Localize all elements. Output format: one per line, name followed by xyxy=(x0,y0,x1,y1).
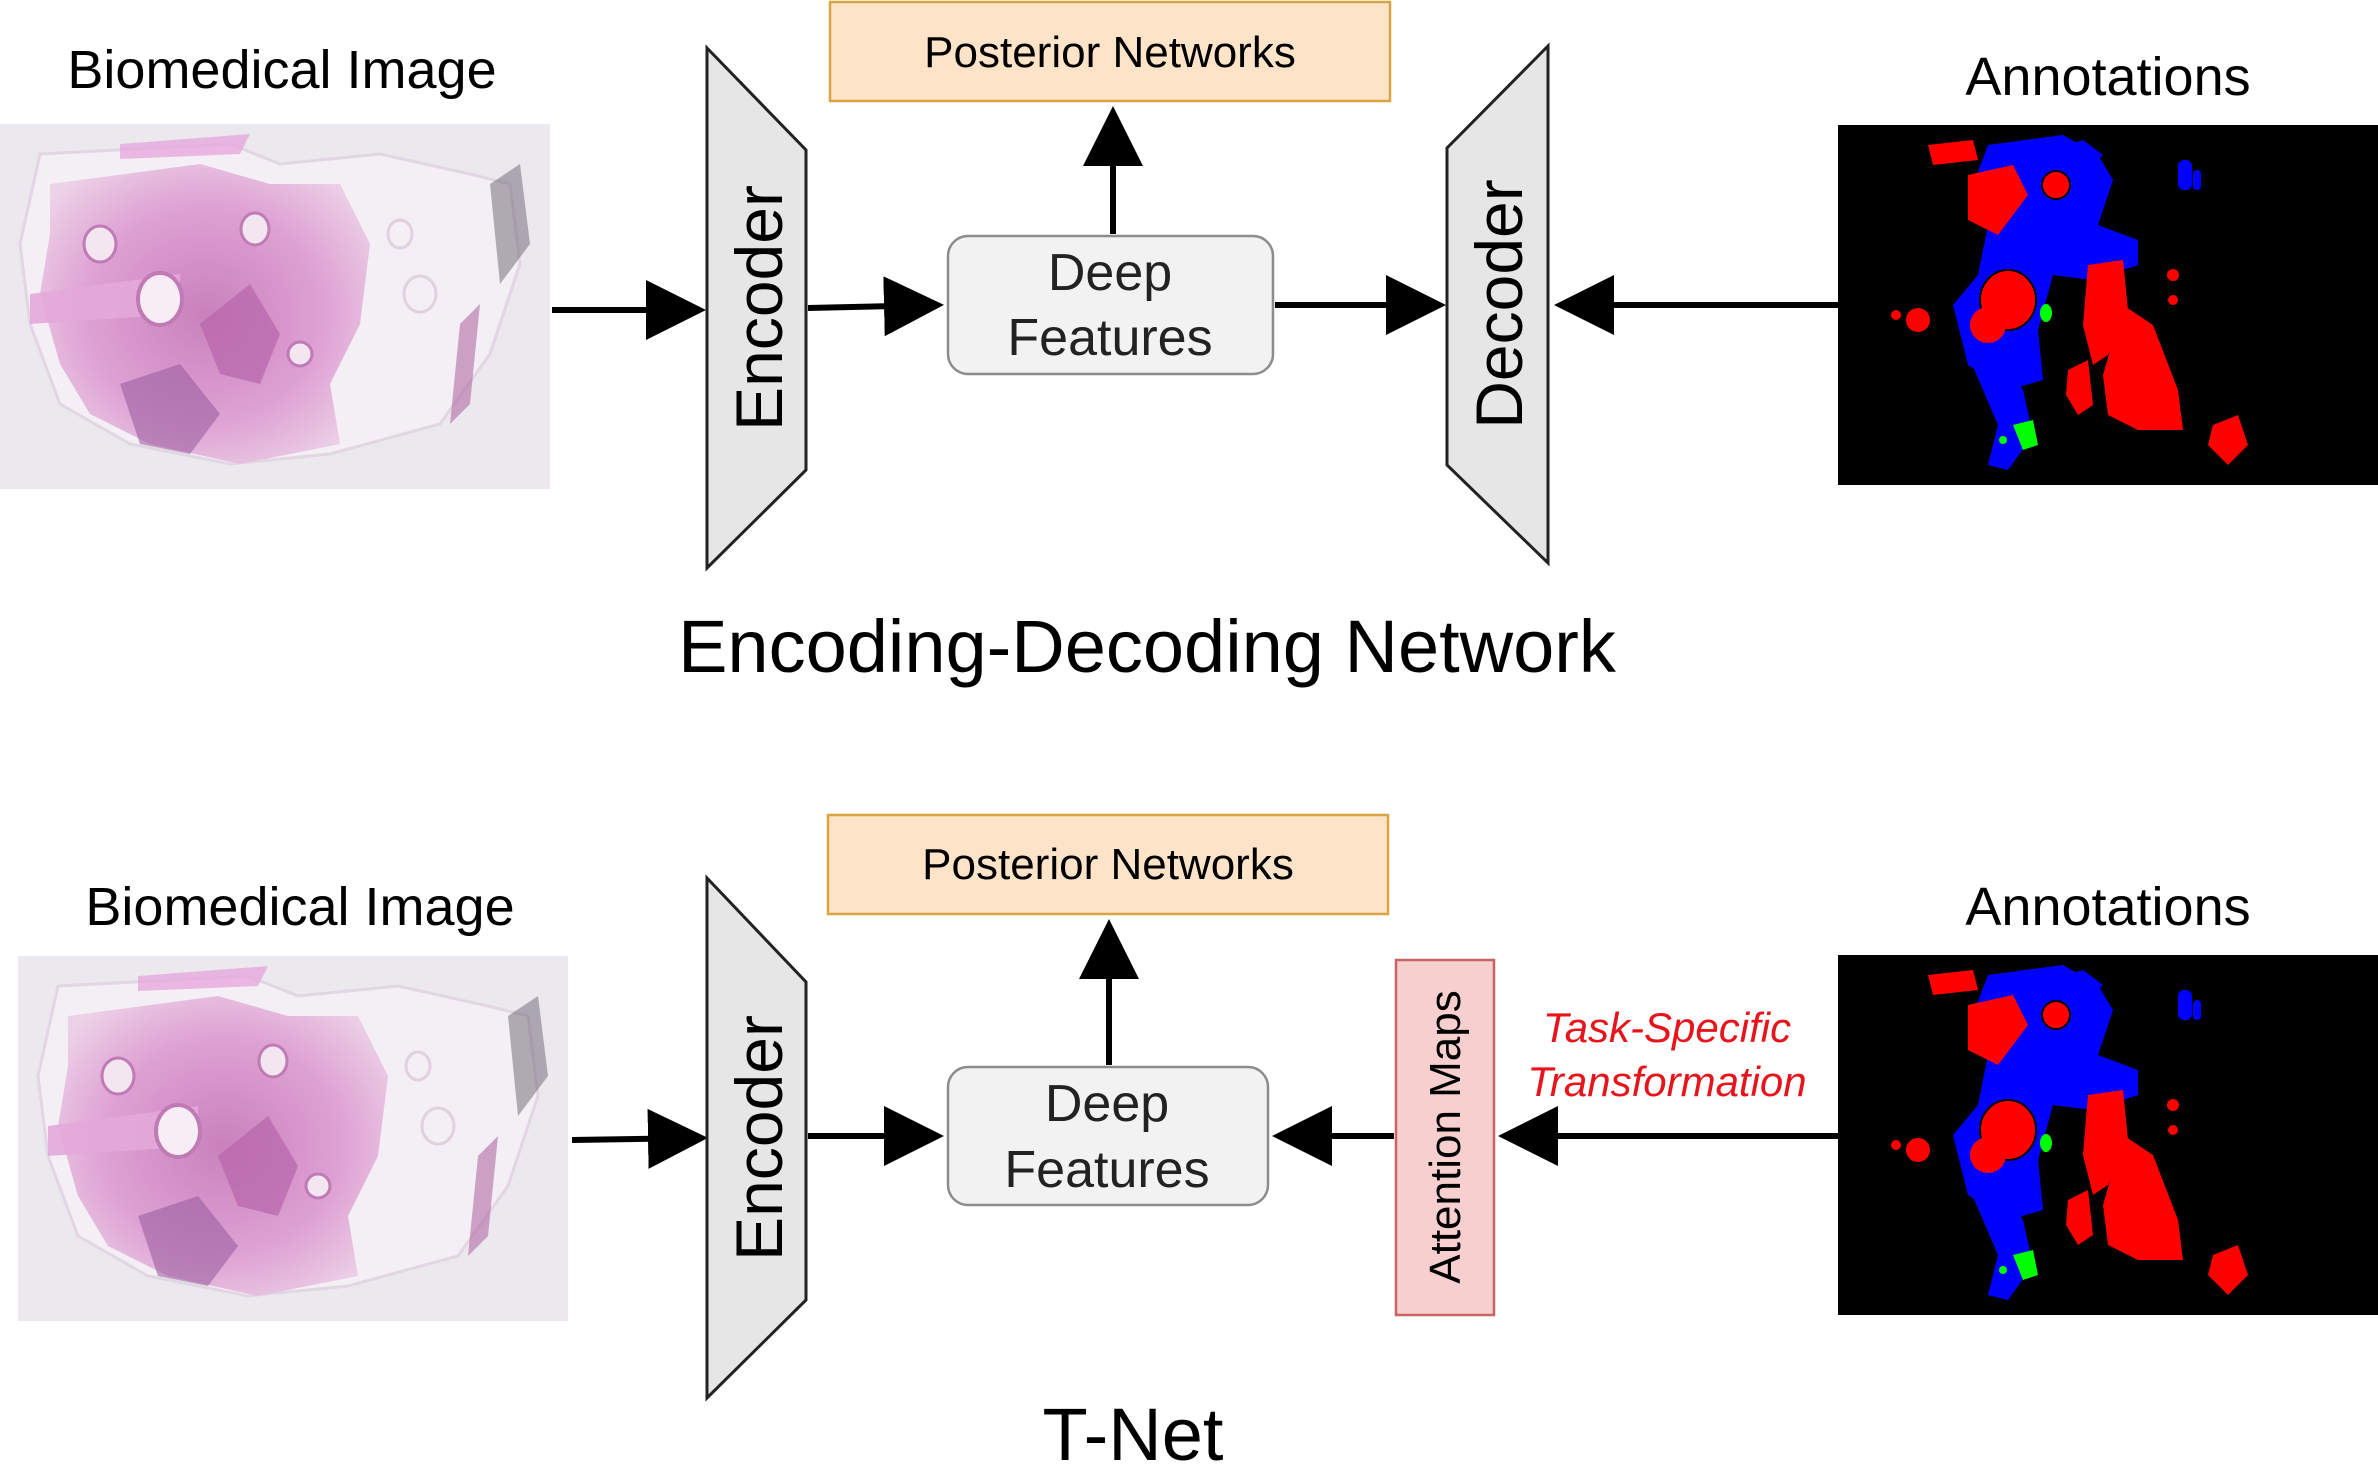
bottom-transform-line2: Transformation xyxy=(1527,1058,1806,1105)
top-features-line2: Features xyxy=(1007,309,1212,367)
top-biomedical-image xyxy=(0,124,550,489)
top-panel: Biomedical Image Encoder Deep Features P… xyxy=(0,0,2378,688)
bottom-input-label: Biomedical Image xyxy=(85,877,514,937)
top-deep-features-box xyxy=(946,234,1275,376)
top-decoder-label: Decoder xyxy=(1462,179,1536,428)
bottom-deep-features-box xyxy=(946,1065,1270,1207)
bottom-encoder-block xyxy=(705,874,808,1402)
top-encoder-label: Encoder xyxy=(722,185,796,431)
bottom-title: T-Net xyxy=(1043,1393,1224,1476)
bottom-posterior-networks-box xyxy=(826,813,1390,916)
top-annotation-map xyxy=(1838,125,2378,485)
top-encoder-block xyxy=(705,44,808,572)
bottom-features-line1: Deep xyxy=(1045,1075,1169,1133)
top-input-label: Biomedical Image xyxy=(67,40,496,100)
top-posterior-networks-box xyxy=(828,0,1392,103)
bottom-attention-label: Attention Maps xyxy=(1421,990,1470,1284)
bottom-arrow-image-to-encoder xyxy=(571,1108,708,1169)
top-decoder-block xyxy=(1445,42,1550,567)
top-posterior-label: Posterior Networks xyxy=(924,28,1296,77)
bottom-transform-line1: Task-Specific xyxy=(1543,1004,1791,1051)
top-features-line1: Deep xyxy=(1048,244,1172,302)
bottom-posterior-label: Posterior Networks xyxy=(922,840,1294,889)
top-annotations-label: Annotations xyxy=(1965,47,2250,107)
bottom-biomedical-image xyxy=(18,956,568,1321)
bottom-attention-maps-box xyxy=(1394,958,1496,1317)
bottom-panel: Biomedical Image Encoder Deep Features P… xyxy=(18,813,2378,1476)
bottom-features-line2: Features xyxy=(1004,1141,1209,1199)
bottom-encoder-label: Encoder xyxy=(722,1015,796,1261)
top-title: Encoding-Decoding Network xyxy=(678,605,1617,688)
bottom-annotation-map xyxy=(1838,955,2378,1315)
bottom-annotations-label: Annotations xyxy=(1965,877,2250,937)
top-arrow-encoder-to-features xyxy=(807,276,944,337)
